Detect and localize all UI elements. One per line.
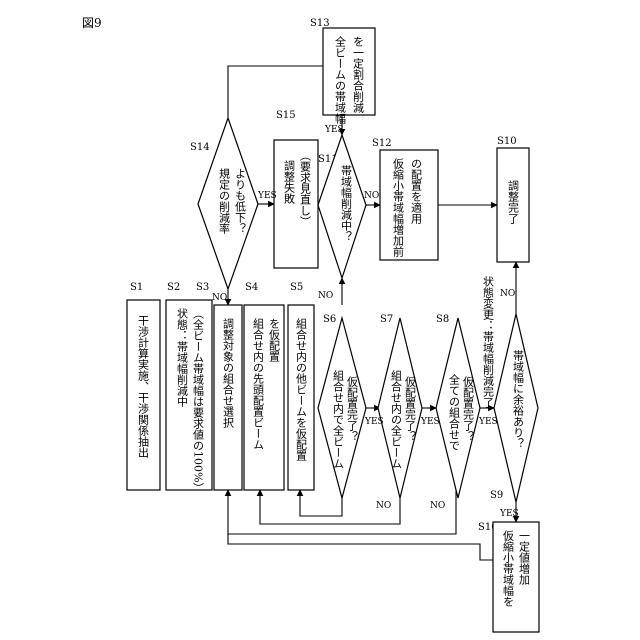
label-s6: S6 (323, 314, 336, 325)
node-s8: 全ての組合せで 仮配置完了？ (436, 318, 480, 498)
s7-yes: YES (420, 417, 440, 427)
s8-no: NO (430, 501, 445, 511)
s6-line-2: 仮配置完了？ (346, 376, 359, 442)
label-s2: S2 (167, 282, 180, 293)
s4-line-1: 組合せ内の先頭配置ビーム (252, 318, 265, 450)
s7-line-1: 組合せ内の全ビーム (390, 370, 403, 469)
s8-line-1: 全ての組合せで (448, 373, 461, 451)
node-s12: 仮縮小帯域幅増加前 の配置を適用 (380, 150, 438, 260)
s6-line-1: 組合せ内で全ビーム (332, 370, 345, 469)
s1-line-1: 干渉計算実施、干渉関係抽出 (137, 315, 150, 458)
s9-line-1: 帯域幅に余裕あり？ (512, 350, 525, 449)
s7-no: NO (376, 501, 391, 511)
label-s4: S4 (245, 282, 258, 293)
s9-note: 状態変更：帯域幅削減完了 (482, 275, 495, 408)
node-s10: 調整完了 (497, 148, 529, 262)
s14-line-2: よりも低下？ (234, 168, 247, 234)
node-s9: 帯域幅に余裕あり？ 状態変更：帯域幅削減完了 (482, 275, 539, 502)
s6-yes: YES (364, 417, 384, 427)
node-s7: 組合せ内の全ビーム 仮配置完了？ (378, 318, 422, 498)
s8-line-2: 仮配置完了？ (462, 376, 475, 442)
label-s13: S13 (310, 18, 330, 29)
label-s7: S7 (380, 314, 393, 325)
s12-line-2: の配置を適用 (410, 158, 423, 225)
s9-yes: YES (499, 509, 519, 519)
s7-line-2: 仮配置完了？ (404, 376, 417, 442)
s12-line-1: 仮縮小帯域幅増加前 (392, 158, 405, 258)
s9-no: NO (500, 289, 515, 299)
s16-line-1: 仮縮小帯域幅を (502, 530, 515, 607)
s6-no: NO (318, 291, 333, 301)
label-s3: S3 (196, 282, 209, 293)
s5-line-1: 組合せ内の他ビームを仮配置 (295, 318, 308, 461)
s11-yes: YES (324, 125, 344, 135)
node-s2: 状態：帯域幅削減中 （全ビーム帯域幅は要求値の100%） (166, 300, 212, 493)
node-s1: 干渉計算実施、干渉関係抽出 (127, 300, 160, 490)
node-s3: 調整対象の組合せ選択 (214, 305, 242, 490)
s2-line-1: 状態：帯域幅削減中 (176, 307, 189, 407)
label-s5: S5 (290, 282, 303, 293)
s3-line-1: 調整対象の組合せ選択 (222, 317, 235, 429)
s13-line-1: 全ビームの帯域幅 (334, 35, 347, 125)
s2-line-2: （全ビーム帯域幅は要求値の100%） (192, 308, 205, 493)
node-s6: 組合せ内で全ビーム 仮配置完了？ (318, 318, 366, 498)
label-s1: S1 (130, 282, 143, 293)
s11-no: NO (364, 191, 379, 201)
label-s14: S14 (190, 142, 210, 153)
s14-line-1: 規定の削減率 (218, 167, 231, 235)
node-s13: 全ビームの帯域幅 を一定割合削減 (323, 28, 375, 125)
s11-line-1: 帯域幅削減中？ (340, 165, 353, 242)
s14-yes: YES (257, 191, 277, 201)
label-s10: S10 (497, 136, 517, 147)
s13-line-2: を一定割合削減 (352, 36, 365, 114)
label-s15: S15 (276, 110, 296, 121)
label-s12: S12 (372, 138, 392, 149)
s16-line-2: 一定値増加 (518, 530, 531, 586)
node-s16: 仮縮小帯域幅を 一定値増加 (493, 522, 539, 632)
s15-line-2: （要求見直し） (299, 150, 312, 227)
s14-no: NO (212, 293, 227, 303)
label-s8: S8 (436, 314, 449, 325)
s4-line-2: を仮配置 (268, 318, 281, 362)
node-s15: 調整失敗 （要求見直し） (274, 140, 318, 268)
node-s5: 組合せ内の他ビームを仮配置 (288, 305, 314, 490)
s8-yes: YES (478, 417, 498, 427)
label-s9: S9 (490, 490, 503, 501)
s10-line-1: 調整完了 (507, 179, 520, 224)
s15-line-1: 調整失敗 (283, 159, 296, 205)
node-s4: 組合せ内の先頭配置ビーム を仮配置 (244, 305, 284, 490)
